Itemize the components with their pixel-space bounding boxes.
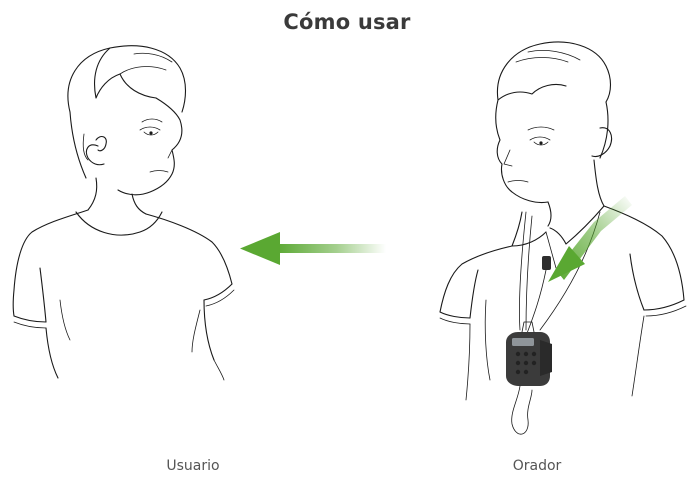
sound-direction-arrow bbox=[240, 232, 386, 265]
speaker-caption: Orador bbox=[512, 458, 562, 474]
listener-caption: Usuario bbox=[166, 458, 220, 474]
microphone-pointer-arrow bbox=[548, 196, 632, 282]
page-title: Cómo usar bbox=[283, 10, 411, 34]
transmitter-device bbox=[506, 321, 552, 386]
listener-figure bbox=[12, 45, 235, 381]
speaker-figure bbox=[439, 41, 687, 435]
